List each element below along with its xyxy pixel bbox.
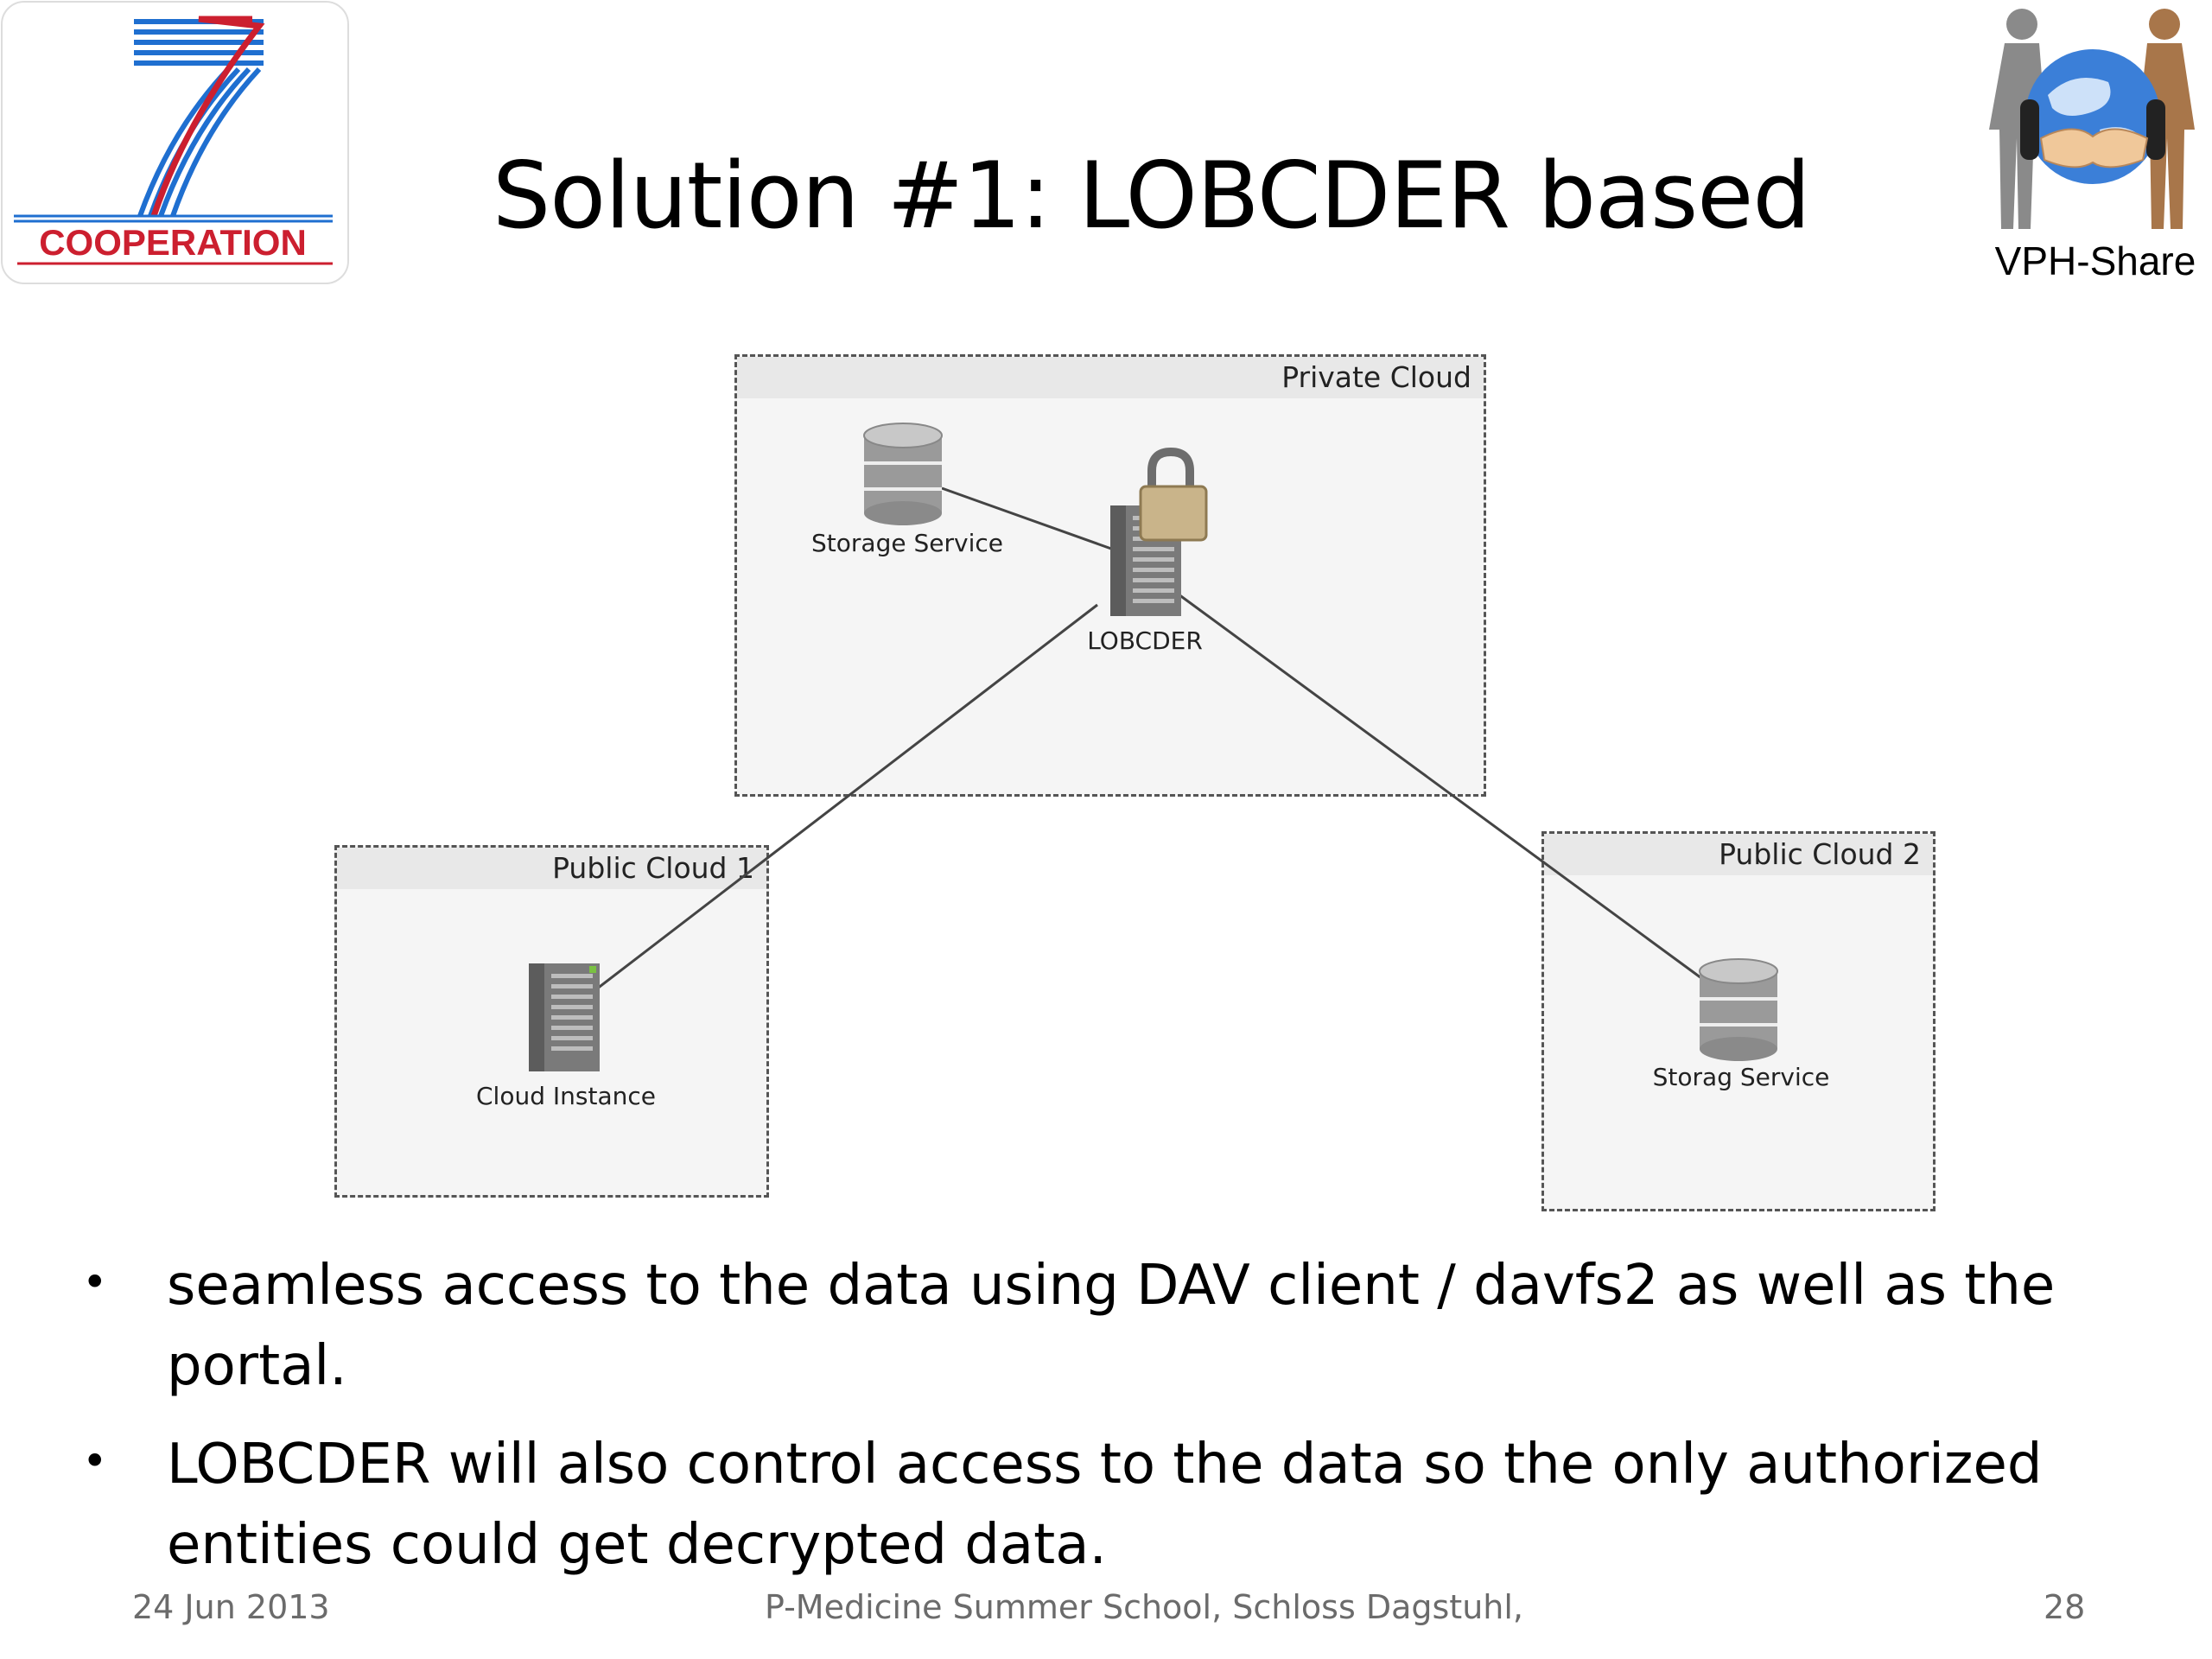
edge-storage-lobcder <box>941 486 1124 555</box>
public-cloud-2-label: Public Cloud 2 <box>1719 837 1921 871</box>
storage-service-private-label: Storage Service <box>811 529 1003 557</box>
svg-text:COOPERATION: COOPERATION <box>39 222 307 263</box>
edge-lobcder-cloud-instance <box>595 603 1098 991</box>
bullet-marker: • <box>82 1257 108 1307</box>
database-icon <box>1699 958 1778 1061</box>
public-cloud-1-header <box>337 848 766 889</box>
vph-share-label: VPH-Share <box>1994 238 2196 283</box>
public-cloud-1-label: Public Cloud 1 <box>552 851 754 885</box>
footer-date: 24 Jun 2013 <box>132 1588 330 1626</box>
vph-share-logo: VPH-Share <box>1979 0 2212 294</box>
footer-event: P-Medicine Summer School, Schloss Dagstu… <box>765 1588 1524 1626</box>
private-cloud-label: Private Cloud <box>1281 360 1471 394</box>
architecture-diagram: Private Cloud Public Cloud 1 Public Clou… <box>334 354 1936 1211</box>
slide-title: Solution #1: LOBCDER based <box>493 143 1811 249</box>
bullet-1: seamless access to the data using DAV cl… <box>167 1254 2056 1398</box>
bullet-2: LOBCDER will also control access to the … <box>167 1433 2043 1577</box>
private-cloud-header <box>737 357 1484 398</box>
public-cloud-2-header <box>1544 834 1933 875</box>
diagram-connections <box>529 423 1778 1071</box>
fp7-cooperation-logo: COOPERATION <box>0 0 350 285</box>
edge-lobcder-storage-public2 <box>1174 590 1712 987</box>
public-cloud-2-box: Public Cloud 2 <box>1541 831 1936 1211</box>
lobcder-label: LOBCDER <box>1087 626 1203 655</box>
server-icon <box>529 963 600 1071</box>
storage-service-public2-label: Storag Service <box>1652 1063 1830 1091</box>
cloud-instance-label: Cloud Instance <box>476 1082 656 1110</box>
footer-page-number: 28 <box>2044 1588 2086 1626</box>
database-icon <box>863 423 943 525</box>
server-lock-icon <box>1110 447 1208 616</box>
bullet-marker: • <box>82 1436 108 1486</box>
